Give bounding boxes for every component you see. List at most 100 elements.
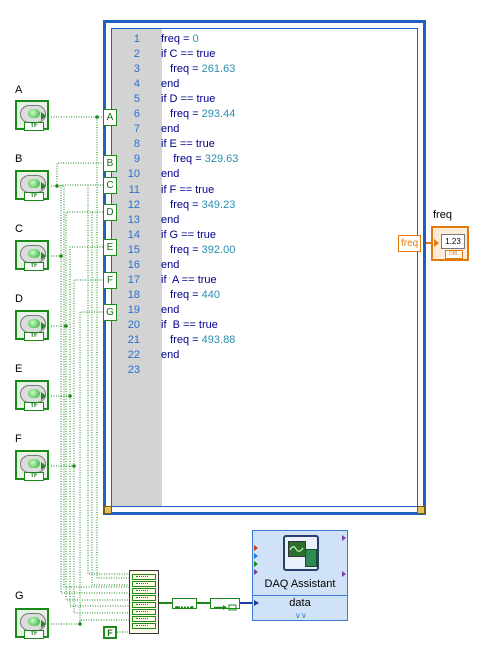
boolean-control-f[interactable]: TF [15, 450, 49, 481]
output-arrow-icon [41, 182, 46, 190]
array-element-slot[interactable] [132, 574, 156, 580]
code-text: if C == true [161, 48, 216, 61]
led-icon [28, 389, 40, 398]
code-text: if G == true [161, 228, 217, 241]
line-number: 7 [133, 123, 140, 136]
line-number: 16 [127, 258, 140, 271]
input-pin-icon[interactable] [254, 561, 258, 567]
formula-input-f[interactable]: F [103, 272, 117, 289]
build-array-node[interactable] [129, 570, 159, 634]
boolean-control-d[interactable]: TF [15, 310, 49, 341]
boolean-control-b[interactable]: TF [15, 170, 49, 201]
line-number: 10 [127, 168, 140, 181]
resize-handle-icon[interactable] [417, 506, 425, 514]
formula-input-d[interactable]: D [103, 204, 117, 221]
formula-output-freq[interactable]: freq [398, 235, 422, 252]
line-number: 18 [127, 288, 140, 301]
output-arrow-icon [41, 392, 46, 400]
code-text: freq = [161, 108, 202, 121]
code-line: end [161, 168, 179, 180]
code-text: if D == true [161, 93, 216, 106]
code-text: if B == true [161, 318, 218, 331]
control-label-c: C [15, 223, 23, 235]
boolean-control-g[interactable]: TF [15, 608, 49, 639]
code-line: if D == true [161, 93, 215, 105]
boolean-control-c[interactable]: TF [15, 240, 49, 271]
formula-input-e[interactable]: E [103, 239, 117, 256]
code-line: end [161, 349, 179, 361]
boolean-array-to-number-icon[interactable] [172, 598, 197, 609]
code-number: 261.63 [201, 63, 236, 76]
line-number: 11 [128, 183, 140, 196]
tf-type-badge: TF [24, 402, 44, 411]
expand-chevron-icon[interactable]: ∨∨ [295, 611, 307, 620]
control-label-b: B [15, 153, 23, 165]
code-text: end [161, 349, 180, 362]
line-number: 23 [127, 364, 140, 377]
output-pin-icon[interactable] [342, 571, 346, 577]
code-number: 0 [192, 33, 199, 45]
code-line: freq = 0 [161, 33, 199, 45]
resize-handle-icon[interactable] [104, 506, 112, 514]
line-number: 5 [133, 93, 140, 106]
formula-input-a[interactable]: A [103, 109, 117, 126]
output-pin-icon[interactable] [342, 535, 346, 541]
code-text: end [161, 213, 180, 226]
line-number: 13 [127, 213, 140, 226]
tf-type-badge: TF [24, 472, 44, 481]
code-text: freq = [161, 63, 202, 76]
led-icon [28, 319, 40, 328]
code-number: 392.00 [201, 243, 236, 256]
array-element-slot[interactable] [132, 609, 156, 615]
formula-input-g[interactable]: G [103, 304, 117, 321]
input-pin-icon[interactable] [254, 569, 258, 575]
array-element-slot[interactable] [132, 602, 156, 608]
data-input-arrow-icon[interactable] [254, 600, 259, 606]
numeric-indicator[interactable]: 1.23 DBL [431, 226, 469, 261]
output-arrow-icon [41, 462, 46, 470]
code-line: if G == true [161, 229, 216, 241]
daq-card-icon [283, 535, 319, 571]
code-text: freq = [161, 153, 205, 166]
daq-data-terminal[interactable]: data [289, 597, 311, 609]
daq-assistant[interactable]: DAQ Assistant data ∨∨ [252, 530, 348, 621]
code-line: if E == true [161, 138, 215, 150]
array-element-slot[interactable] [132, 616, 156, 622]
code-text: freq = [161, 288, 202, 301]
code-line: freq = 293.44 [161, 108, 235, 120]
dbl-type-badge: DBL [445, 250, 463, 259]
code-line: freq = 493.88 [161, 334, 235, 346]
numeric-display: 1.23 [441, 234, 465, 249]
line-number: 6 [133, 108, 140, 121]
code-line: freq = 349.23 [161, 199, 235, 211]
array-element-slot[interactable] [132, 581, 156, 587]
tf-type-badge: TF [24, 122, 44, 131]
output-arrow-icon [41, 112, 46, 120]
line-number: 8 [133, 138, 140, 151]
line-number: 15 [127, 243, 140, 256]
array-element-slot[interactable] [132, 595, 156, 601]
boolean-control-a[interactable]: TF [15, 100, 49, 131]
line-number: 20 [127, 318, 140, 331]
code-number: 329.63 [204, 153, 239, 166]
code-text: freq = [161, 243, 202, 256]
led-icon [28, 179, 40, 188]
array-element-slot[interactable] [132, 588, 156, 594]
formula-input-b[interactable]: B [103, 155, 117, 172]
input-arrow-icon [434, 239, 439, 247]
tf-type-badge: TF [24, 192, 44, 201]
tf-type-badge: TF [24, 262, 44, 271]
code-text: if F == true [161, 183, 215, 196]
code-line: end [161, 259, 179, 271]
boolean-constant[interactable]: F [103, 626, 117, 639]
control-label-d: D [15, 293, 23, 305]
formula-input-c[interactable]: C [103, 177, 117, 194]
code-text: if A == true [161, 273, 217, 286]
input-pin-icon[interactable] [254, 545, 258, 551]
boolean-control-e[interactable]: TF [15, 380, 49, 411]
input-pin-icon[interactable] [254, 553, 258, 559]
array-element-slot[interactable] [132, 623, 156, 629]
convert-to-dynamic-data-icon[interactable] [210, 598, 240, 611]
